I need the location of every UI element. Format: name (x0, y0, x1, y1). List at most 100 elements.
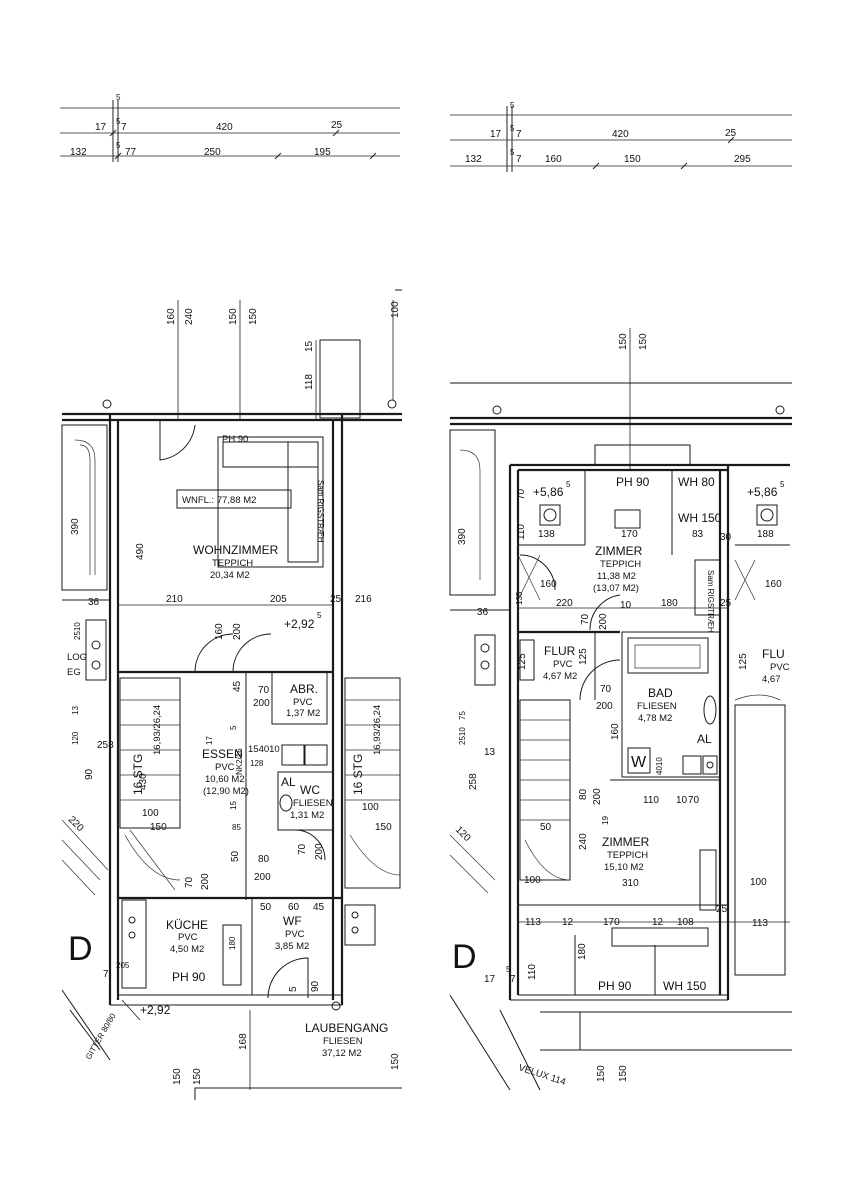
essen-1og: 154010 (248, 744, 280, 755)
dim-r-135: 135 (515, 591, 524, 605)
dim-v-118: 118 (304, 374, 315, 390)
level-left-sup: 5 (317, 611, 322, 620)
dim-left-75: 13 (71, 706, 80, 715)
level-bottom-left: +2,92 (140, 1003, 171, 1017)
dim-top-left-5: 5 (116, 117, 121, 126)
loc-log: LOG (67, 652, 87, 663)
dim-r-75: 75 (458, 711, 467, 720)
dim-210: 210 (166, 594, 183, 605)
room-flur-partial-name: FLU (762, 647, 785, 661)
dim-r-110: 110 (516, 524, 527, 540)
dim-v-160: 160 (166, 308, 177, 325)
dim-top-left-77: 77 (125, 147, 137, 158)
dim-r-125b: 125 (738, 653, 749, 670)
wf-dim-60: 60 (288, 902, 300, 913)
stairs-right-dims: 16,93/26,24 (372, 705, 383, 755)
dim-r-200-door: 200 (598, 613, 609, 630)
room-wf-name: WF (283, 914, 302, 928)
dim-r-200-mid: 200 (592, 788, 603, 805)
room-flur-name: FLUR (544, 644, 576, 658)
furniture-note: Sam RIGSTRÆH (316, 480, 325, 543)
dim-r-25-row: 25 (716, 904, 728, 915)
dim-top-left-132: 132 (70, 147, 87, 158)
room-wc-floor: FLIESEN (293, 798, 333, 809)
dim-top-right-5: 5 (510, 124, 515, 133)
room-essen-name: ESSEN (202, 747, 243, 761)
dim-v-150b: 150 (248, 308, 259, 325)
room-wc-name: WC (300, 783, 320, 797)
dim-150-left: 150 (150, 822, 167, 833)
dim-100-right: 100 (362, 802, 379, 813)
dim-180-k: 180 (228, 936, 237, 950)
dim-r-180-bottom: 180 (577, 943, 588, 960)
dim-top-right-160: 160 (545, 154, 562, 165)
room-zimmer-top-area2: (13,07 M2) (593, 583, 639, 594)
d-mark-left: D (68, 930, 93, 968)
room-zimmer-top-name: ZIMMER (595, 544, 643, 558)
dim-r-160: 160 (540, 579, 557, 590)
dim-25: 25 (330, 594, 342, 605)
dim-top-right-17: 17 (490, 129, 502, 140)
dim-15-essen: 85 (232, 823, 241, 832)
w-mark: W (631, 754, 647, 771)
dim-r-80: 80 (578, 788, 589, 800)
wc-door-200: 200 (314, 843, 325, 860)
dim-r-125: 125 (517, 653, 528, 670)
dim-r-36: 36 (477, 607, 489, 618)
dim-top-left-250: 250 (204, 147, 221, 158)
dim-top-left-r1: 5 (116, 93, 121, 102)
dim-rv-150b: 150 (638, 333, 649, 350)
stairs-right-label: 16 STG (351, 754, 365, 795)
kitchen-door-200: 200 (254, 872, 271, 883)
flur-door-200: 200 (596, 701, 613, 712)
dim-100-left: 100 (142, 808, 159, 819)
dim-left-105: 2510 (73, 622, 82, 640)
room-wohnzimmer-floor: TEPPICH (212, 558, 253, 569)
dim-r-310: 310 (622, 878, 639, 889)
dim-r-110-mid: 110 (643, 795, 659, 806)
room-flur-area: 4,67 M2 (543, 671, 577, 682)
room-kuche-name: KÜCHE (166, 918, 208, 932)
ph-top-left: PH 90 (222, 434, 248, 445)
room-zimmer-top-area: 11,38 M2 (597, 571, 636, 582)
dim-r-30: 30 (720, 532, 732, 543)
dim-bottom-150b: 150 (192, 1068, 203, 1085)
dim-left-390: 390 (70, 518, 81, 535)
level-right-a: +5,86 (533, 485, 564, 499)
dim-r-70-mid: 70 (688, 795, 700, 806)
dim-top-right-25: 25 (725, 128, 737, 139)
room-zimmer-bottom-name: ZIMMER (602, 835, 650, 849)
room-kuche-area: 4,50 M2 (170, 944, 204, 955)
dim-top-right-7: 7 (516, 129, 522, 140)
dim-bottom-150a: 150 (172, 1068, 183, 1085)
wf-door-220: 90 (310, 980, 321, 992)
dim-45: 45 (232, 680, 243, 692)
dim-top-right-7b: 7 (516, 154, 522, 165)
room-wf-area: 3,85 M2 (275, 941, 309, 952)
dim-top-right-420: 420 (612, 129, 629, 140)
ph-bottom-left: PH 90 (172, 970, 206, 984)
dim-top-right-5b: 5 (510, 148, 515, 157)
level-right-a-sup: 5 (566, 480, 571, 489)
dim-left-2510: 120 (71, 731, 80, 745)
wnfl-label: WNFL.: 77,88 M2 (182, 495, 256, 506)
bad-al: AL (697, 732, 712, 746)
stairs-left-label: 16 STG (131, 754, 145, 795)
dim-bottom-150c: 150 (390, 1053, 401, 1070)
level-right-b: +5,86 (747, 485, 778, 499)
wf-dim-50: 50 (260, 902, 272, 913)
room-wc-area: 1,31 M2 (290, 810, 324, 821)
dim-top-right-132: 132 (465, 154, 482, 165)
dim-5-bottom: 205 (116, 961, 130, 970)
room-wf-floor: PVC (285, 929, 305, 940)
room-essen-area: 10,60 M2 (205, 774, 245, 785)
wf-door-90: 5 (288, 986, 299, 992)
dim-r-12a: 12 (562, 917, 574, 928)
dim-v-240: 240 (184, 308, 195, 325)
dim-r-188: 188 (757, 529, 774, 540)
dim-r-70: 70 (516, 488, 527, 500)
wh-top-right: WH 80 (678, 475, 715, 489)
room-wohnzimmer-area: 20,34 M2 (210, 570, 250, 581)
level-left: +2,92 (284, 617, 315, 631)
furniture-note-r: Sam RIGSTRÆH (706, 570, 715, 633)
